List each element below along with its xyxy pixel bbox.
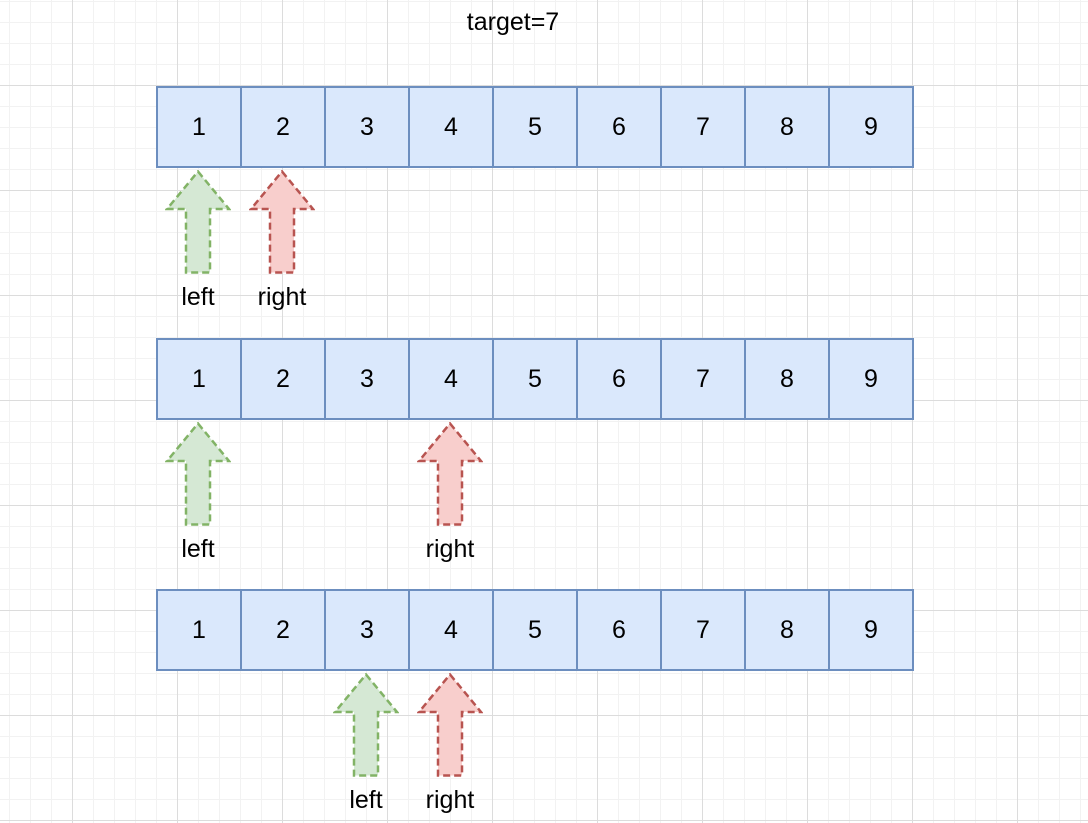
array-cell: 4 — [410, 591, 494, 669]
right-pointer-label: right — [425, 535, 475, 563]
array-cell: 8 — [746, 88, 830, 166]
array-cell: 1 — [158, 88, 242, 166]
array-cell: 3 — [326, 88, 410, 166]
array-cell: 5 — [494, 340, 578, 418]
right-pointer-label: right — [425, 786, 475, 814]
left-pointer-arrow-icon — [333, 673, 399, 777]
left-pointer-arrow-icon — [165, 170, 231, 274]
arrow-up-shape — [417, 422, 483, 526]
left-pointer-arrow-icon — [165, 422, 231, 526]
left-pointer-label: left — [181, 535, 215, 563]
right-pointer-label: right — [257, 283, 307, 311]
array-cell: 6 — [578, 340, 662, 418]
array-cell: 7 — [662, 340, 746, 418]
right-pointer-arrow-icon — [417, 673, 483, 777]
left-pointer-label: left — [181, 283, 215, 311]
arrow-up-shape — [165, 422, 231, 526]
array-cell: 5 — [494, 88, 578, 166]
array-cell: 9 — [864, 365, 878, 393]
array-cell: 6 — [578, 591, 662, 669]
right-pointer-arrow-icon — [249, 170, 315, 274]
array-cell: 2 — [242, 340, 326, 418]
array-cell: 3 — [326, 591, 410, 669]
arrow-up-shape — [333, 673, 399, 777]
array-cell: 4 — [410, 340, 494, 418]
arrow-up-shape — [417, 673, 483, 777]
array-cell: 1 — [158, 340, 242, 418]
array-cell: 7 — [662, 591, 746, 669]
target-label: target=7 — [466, 8, 560, 36]
array-cell: 2 — [242, 591, 326, 669]
array-cell: 9 — [864, 113, 878, 141]
array-cell: 8 — [746, 340, 830, 418]
array-cell: 8 — [746, 591, 830, 669]
array-cell: 3 — [326, 340, 410, 418]
array-cell: 7 — [662, 88, 746, 166]
array-cell: 2 — [242, 88, 326, 166]
right-pointer-arrow-icon — [417, 422, 483, 526]
array-cell: 1 — [158, 591, 242, 669]
arrow-up-shape — [249, 170, 315, 274]
array-cell: 6 — [578, 88, 662, 166]
array-cell: 9 — [864, 616, 878, 644]
array-cell: 5 — [494, 591, 578, 669]
arrow-up-shape — [165, 170, 231, 274]
left-pointer-label: left — [349, 786, 383, 814]
array-cell: 4 — [410, 88, 494, 166]
